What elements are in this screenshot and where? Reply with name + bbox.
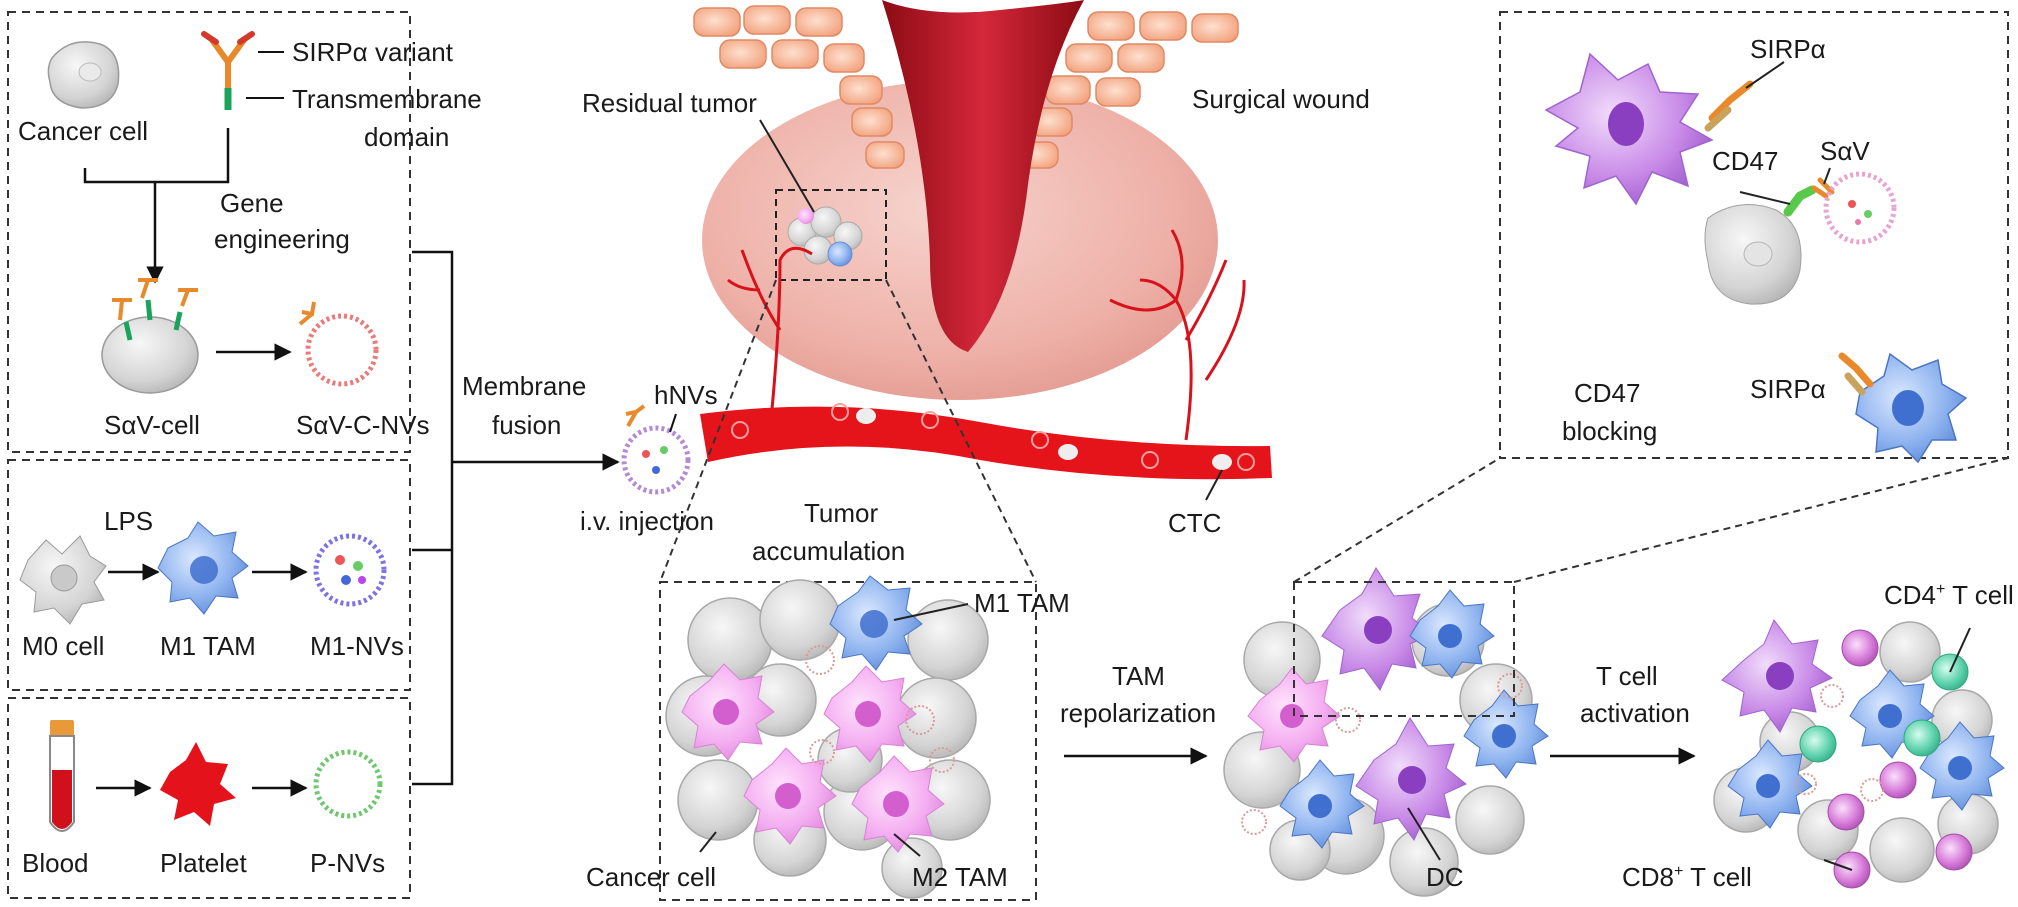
m1-tam-zoom	[829, 575, 923, 671]
cd47-block-label-1: CD47	[1574, 378, 1640, 408]
gene-connector	[83, 128, 230, 184]
dc-big-icon	[1544, 52, 1754, 206]
cancer-zoom-label: Cancer cell	[586, 862, 716, 892]
m1-macrophage-big-icon	[1838, 352, 1968, 464]
m1-nv-icon	[313, 533, 387, 607]
accum-label-2: accumulation	[752, 536, 905, 566]
zoom-line-left	[659, 279, 777, 583]
hnvs-leader	[669, 413, 677, 433]
hnvs-label: hNVs	[654, 380, 718, 410]
nv-particles-zoom	[805, 645, 955, 773]
cancer-cell-label: Cancer cell	[18, 116, 148, 146]
cancer-zoom-leader	[699, 831, 717, 853]
panel-sav-nvs	[7, 11, 411, 453]
blood-vessel	[700, 403, 1272, 480]
cd47-leader	[1739, 191, 1791, 205]
sirpa-receptor-icon	[201, 31, 255, 110]
platelet-label: Platelet	[160, 848, 247, 878]
tcell-label-2: activation	[1580, 698, 1690, 728]
sav-cnvs-label: SαV-C-NVs	[296, 410, 430, 440]
m0-label: M0 cell	[22, 631, 104, 661]
zoom-line-right	[885, 279, 1037, 583]
ctc-leader	[1205, 469, 1223, 501]
accum-label-1: Tumor	[804, 498, 878, 528]
capillaries	[727, 229, 1246, 441]
blood-tube-icon	[49, 720, 75, 832]
tcell-label-1: T cell	[1596, 661, 1658, 691]
residual-label: Residual tumor	[582, 88, 757, 118]
fusion-bracket	[412, 250, 454, 786]
platelet-icon	[160, 742, 236, 826]
m1nvs-label: M1-NVs	[310, 631, 404, 661]
cd47-zoom-line-left	[1293, 457, 1501, 583]
fusion-label-2: fusion	[492, 410, 561, 440]
repolarized-zoom-box	[1293, 581, 1515, 717]
cancer-cell-icon	[47, 41, 120, 109]
iv-label: i.v. injection	[580, 506, 714, 536]
lps-label: LPS	[104, 506, 153, 536]
surgical-label: Surgical wound	[1192, 84, 1370, 114]
cd47-label: CD47	[1712, 146, 1778, 176]
hnv-icon	[621, 404, 691, 495]
cd8-label: CD8+ T cell	[1622, 862, 1752, 892]
sav-label: SαV	[1820, 136, 1870, 166]
m2-tam-zoom	[681, 663, 945, 853]
transmembrane-label-1: Transmembrane	[292, 84, 482, 114]
panel-p-nvs	[7, 697, 411, 899]
sirpa-top-leader	[1745, 61, 1785, 89]
sirpa-top-label: SIRPα	[1750, 34, 1826, 64]
sav-cell-icon	[101, 278, 199, 394]
dc-leader	[1407, 807, 1441, 861]
fusion-label-1: Membrane	[462, 371, 586, 401]
cd8-leader	[1823, 859, 1853, 871]
dc-label: DC	[1426, 862, 1464, 892]
cancer-cell-cd47-icon	[1704, 185, 1817, 305]
sav-c-nv-icon	[298, 301, 379, 387]
pnvs-label: P-NVs	[310, 848, 385, 878]
m2tam-zoom-leader	[893, 833, 921, 857]
residual-zoom-box	[775, 189, 887, 281]
sirpa-variant-label: SIRPα variant	[292, 37, 454, 67]
panel-m1-nvs	[7, 459, 411, 691]
cd4-leader	[1949, 627, 1971, 673]
skin-cells	[693, 5, 1239, 169]
tam-label-1: TAM	[1112, 661, 1165, 691]
cd4-label: CD4+ T cell	[1884, 580, 2014, 610]
sirpa-bottom-label: SIRPα	[1750, 374, 1826, 404]
transmembrane-label-2: domain	[364, 122, 449, 152]
m1tam-zoom-leader	[893, 603, 969, 621]
m2tam-zoom-label: M2 TAM	[912, 862, 1008, 892]
blood-label: Blood	[22, 848, 89, 878]
p-nv-icon	[313, 749, 383, 819]
sav-cell-label: SαV-cell	[104, 410, 200, 440]
ctc-label: CTC	[1168, 508, 1221, 538]
m1-tam-icon	[157, 521, 249, 615]
wound-channel	[882, 0, 1084, 352]
gene-label-2: engineering	[214, 224, 350, 254]
gene-label-1: Gene	[220, 188, 284, 218]
repolarized-cluster	[1223, 567, 1549, 897]
sav-nv-bound-icon	[1811, 171, 1897, 245]
m0-cell-icon	[19, 535, 107, 625]
tumor-zoom-panel	[659, 581, 1037, 901]
cd47-panel	[1499, 11, 2009, 459]
residual-tumor-cluster	[787, 206, 863, 267]
residual-leader	[759, 119, 815, 213]
cd47-block-label-2: blocking	[1562, 416, 1657, 446]
m1tam-label: M1 TAM	[160, 631, 256, 661]
activated-cluster	[1713, 619, 2005, 889]
m1tam-zoom-label: M1 TAM	[974, 588, 1070, 618]
tam-label-2: repolarization	[1060, 698, 1216, 728]
sav-leader	[1823, 167, 1831, 185]
cd47-zoom-line-right	[1513, 457, 2009, 583]
